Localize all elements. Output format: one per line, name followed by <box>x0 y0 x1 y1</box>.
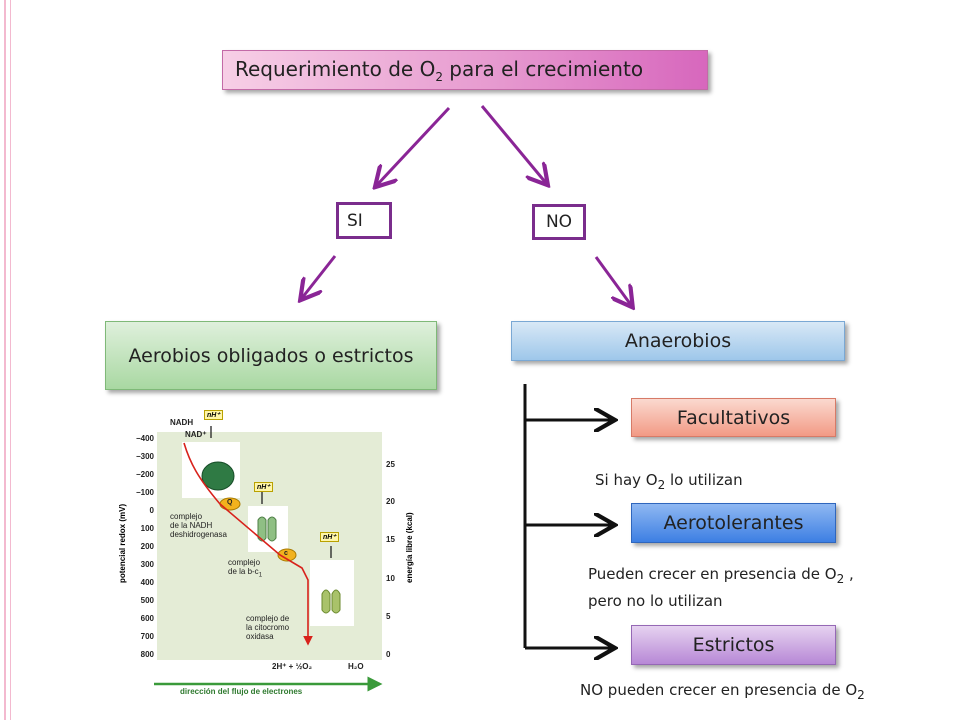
complex-3-shape <box>321 589 341 614</box>
right-tick: 25 <box>386 460 395 469</box>
proton-badge-2: nH⁺ <box>254 482 274 492</box>
electron-transport-figure: potencial redox (mV) −400 −300 −200 −100… <box>112 408 414 700</box>
right-tick: 0 <box>386 650 391 659</box>
left-decor-line <box>4 0 6 720</box>
c-label: c <box>284 550 288 557</box>
title-text: Requerimiento de O2 para el crecimiento <box>235 56 644 84</box>
y-tick: 400 <box>140 578 154 587</box>
y-tick: −200 <box>135 470 154 479</box>
proton-badge-1: nH⁺ <box>204 410 224 420</box>
no-box: NO <box>532 204 586 240</box>
y-tick: 200 <box>140 542 154 551</box>
complex-1-shape <box>201 461 235 491</box>
strict-box: Estrictos <box>631 625 836 665</box>
y-tick: 500 <box>140 596 154 605</box>
complex-2-shape <box>257 516 277 542</box>
proton-badge-3: nH⁺ <box>320 532 340 542</box>
strict-note: NO pueden crecer en presencia de O2 <box>580 681 865 702</box>
y-tick: 100 <box>140 524 154 533</box>
aerobic-box: Aerobios obligados o estrictos <box>105 321 437 390</box>
yes-label: SI <box>347 210 363 231</box>
facultative-label: Facultativos <box>676 406 791 429</box>
electron-path <box>183 442 313 646</box>
c-carrier <box>277 548 297 562</box>
y-tick: 300 <box>140 560 154 569</box>
y-tick: −300 <box>135 452 154 461</box>
figure-right-axis-label: energía libre (kcal) <box>405 512 414 583</box>
no-label: NO <box>545 212 573 232</box>
title-box: Requerimiento de O2 para el crecimiento <box>222 50 708 90</box>
complex-2-caption: complejo de la b-c1 <box>228 558 263 579</box>
complex-3-caption: complejo de la citocromo oxidasa <box>246 614 290 641</box>
y-tick: −400 <box>135 434 154 443</box>
anaerobic-label: Anaerobios <box>624 330 732 352</box>
right-tick: 15 <box>386 535 395 544</box>
facultative-note: Si hay O2 lo utilizan <box>595 471 743 492</box>
aerotolerant-note: Pueden crecer en presencia de O2 , pero … <box>588 565 854 610</box>
left-decor-line-thin <box>10 0 11 720</box>
arrow-to-yes <box>377 106 451 185</box>
water-product-label: H₂O <box>348 662 364 671</box>
arrow-to-anaerobic <box>594 256 631 305</box>
figure-x-axis-label: dirección del flujo de electrones <box>180 687 303 696</box>
strict-label: Estrictos <box>692 634 775 656</box>
aerobic-label: Aerobios obligados o estrictos <box>128 344 414 367</box>
arrow-to-no <box>480 105 546 183</box>
right-tick: 10 <box>386 574 395 583</box>
right-tick: 20 <box>386 497 395 506</box>
right-tick: 5 <box>386 612 391 621</box>
arrow-to-aerobic <box>302 255 337 298</box>
yes-box: SI <box>336 202 392 239</box>
nad-label: NAD⁺ <box>185 430 207 439</box>
figure-graphics <box>154 426 383 692</box>
y-tick: 600 <box>140 614 154 623</box>
anaerobic-box: Anaerobios <box>511 321 845 361</box>
facultative-box: Facultativos <box>631 398 836 437</box>
aerotolerant-box: Aerotolerantes <box>631 503 836 543</box>
y-tick: 700 <box>140 632 154 641</box>
aerotolerant-label: Aerotolerantes <box>663 512 804 534</box>
oxygen-reactant-label: 2H⁺ + ½O₂ <box>272 662 313 671</box>
y-tick: −100 <box>135 488 154 497</box>
complex-1-caption: complejo de la NADH deshidrogenasa <box>170 512 227 539</box>
q-label: Q <box>227 499 233 506</box>
y-tick: 800 <box>140 650 154 659</box>
y-tick: 0 <box>149 506 154 515</box>
nadh-label: NADH <box>170 418 194 427</box>
